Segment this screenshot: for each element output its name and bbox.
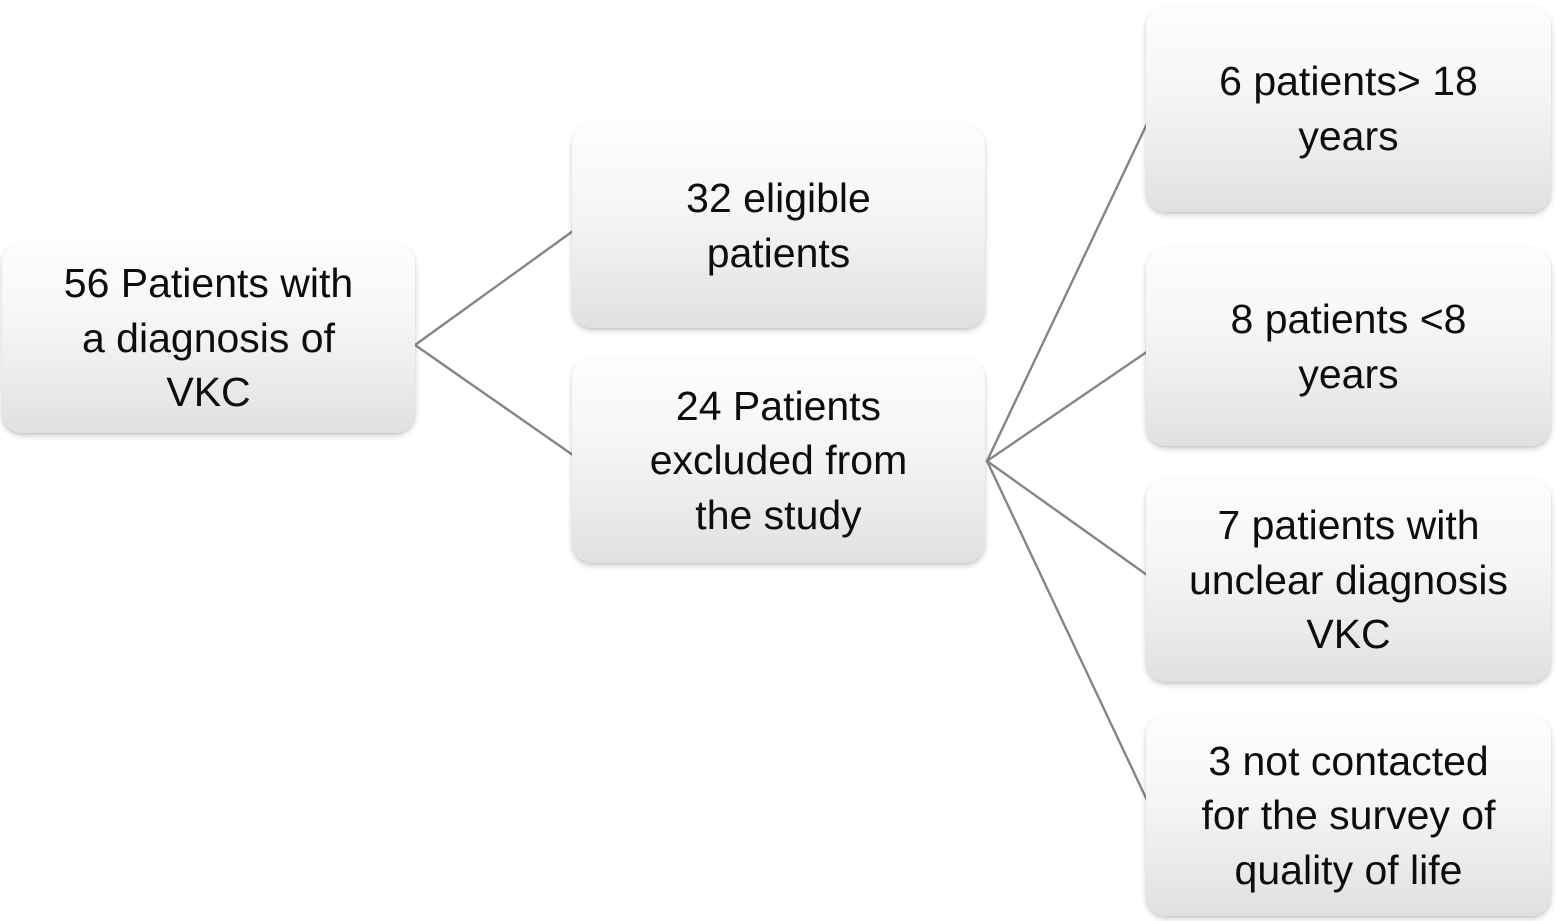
connector-root-eligible xyxy=(413,224,582,347)
node-label: 56 Patients with a diagnosis of VKC xyxy=(63,260,354,416)
node-label: 32 eligible patients xyxy=(686,175,871,276)
node-label: 7 patients with unclear diagnosis VKC xyxy=(1188,502,1509,658)
node-label: 8 patients <8 years xyxy=(1230,296,1467,397)
node-label: 3 not contacted for the survey of qualit… xyxy=(1201,737,1496,893)
connector-excluded-lt8 xyxy=(985,345,1156,463)
connector-root-excluded xyxy=(413,343,582,462)
flow-node-eligible-patients: 32 eligible patients xyxy=(572,124,985,328)
flow-node-excluded-patients: 24 Patients excluded from the study xyxy=(572,358,985,563)
flow-node-unclear-diagnosis: 7 patients with unclear diagnosis VKC xyxy=(1146,478,1551,682)
flow-node-not-contacted: 3 not contacted for the survey of qualit… xyxy=(1146,715,1551,916)
node-label: 24 Patients excluded from the study xyxy=(649,382,908,538)
connector-excluded-gt18 xyxy=(985,107,1156,463)
connector-excluded-notcontacted xyxy=(985,459,1156,817)
flow-node-patients-diagnosis: 56 Patients with a diagnosis of VKC xyxy=(2,243,415,433)
connector-excluded-unclear xyxy=(985,459,1156,582)
flow-node-under-8-years: 8 patients <8 years xyxy=(1146,248,1551,446)
node-label: 6 patients> 18 years xyxy=(1219,58,1478,159)
flow-node-over-18-years: 6 patients> 18 years xyxy=(1146,6,1551,212)
